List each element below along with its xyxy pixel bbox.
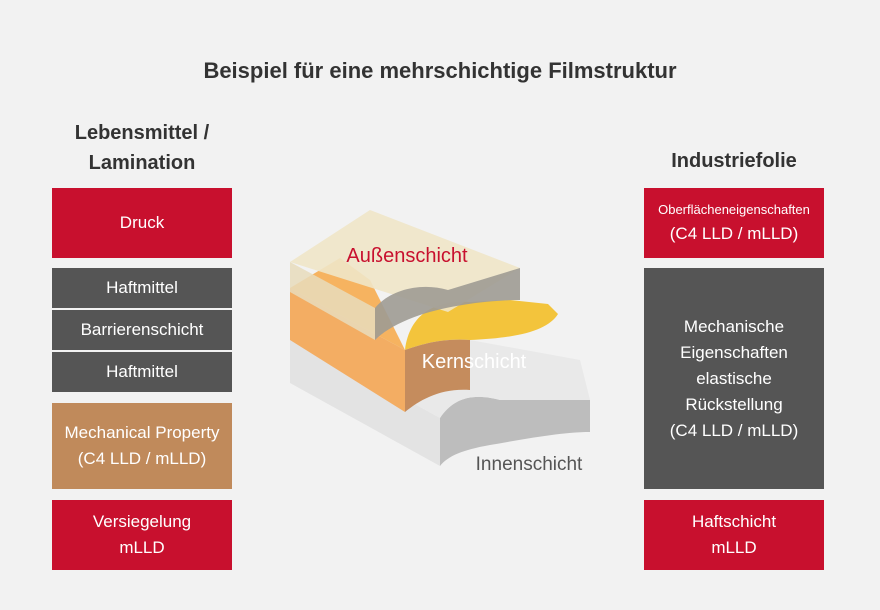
- layer-adhesion: Haftschicht mLLD: [644, 500, 824, 570]
- layer-mechanical-properties-line4: Rückstellung: [685, 394, 783, 414]
- layer-adhesion-line1: Haftschicht: [691, 512, 777, 531]
- page-title: Beispiel für eine mehrschichtige Filmstr…: [203, 58, 677, 83]
- layer-sealing-line2: mLLD: [119, 538, 165, 557]
- core-layer-label: Kernschicht: [422, 351, 527, 373]
- layer-adhesion-line2: mLLD: [711, 538, 757, 557]
- left-heading-line1: Lebensmittel /: [74, 122, 210, 144]
- layer-mechanical-properties-line1: Mechanische: [683, 316, 785, 336]
- inner-layer-label: Innenschicht: [476, 454, 583, 475]
- layer-mechanical-properties-line5: (C4 LLD / mLLD): [669, 420, 799, 440]
- layer-sealing-line1: Versiegelung: [92, 512, 192, 531]
- layer-mechanical-property-line2: (C4 LLD / mLLD): [77, 449, 207, 468]
- layer-adhesive-bottom-label: Haftmittel: [106, 362, 178, 381]
- left-column-heading: Lebensmittel / Lamination: [52, 118, 232, 178]
- layer-print: Druck: [52, 188, 232, 258]
- layer-mechanical-properties-line3: elastische: [696, 368, 772, 388]
- layer-mechanical-property-line1: Mechanical Property: [64, 423, 220, 442]
- layer-adhesive-bottom: Haftmittel: [52, 352, 232, 392]
- layer-mechanical-properties-line2: Eigenschaften: [680, 342, 788, 362]
- layer-mechanical-property: Mechanical Property (C4 LLD / mLLD): [52, 403, 232, 489]
- layer-surface-properties-line2: (C4 LLD / mLLD): [669, 224, 799, 243]
- outer-layer-label: Außenschicht: [346, 245, 468, 267]
- right-column-heading: Industriefolie: [644, 146, 824, 176]
- layer-barrier-label: Barrierenschicht: [80, 320, 204, 339]
- layer-mechanical-properties: Mechanische Eigenschaften elastische Rüc…: [644, 268, 824, 489]
- layer-surface-properties: Oberflächeneigenschaften (C4 LLD / mLLD): [644, 188, 824, 258]
- layer-surface-properties-line1: Oberflächeneigenschaften: [658, 202, 810, 217]
- layer-sealing: Versiegelung mLLD: [52, 500, 232, 570]
- layer-print-label: Druck: [119, 213, 165, 232]
- right-heading-text: Industriefolie: [671, 150, 797, 172]
- layer-adhesive-top-label: Haftmittel: [106, 278, 178, 297]
- layer-barrier: Barrierenschicht: [52, 310, 232, 350]
- layer-adhesive-top: Haftmittel: [52, 268, 232, 308]
- left-heading-line2: Lamination: [88, 152, 196, 174]
- outer-layer: [290, 210, 520, 340]
